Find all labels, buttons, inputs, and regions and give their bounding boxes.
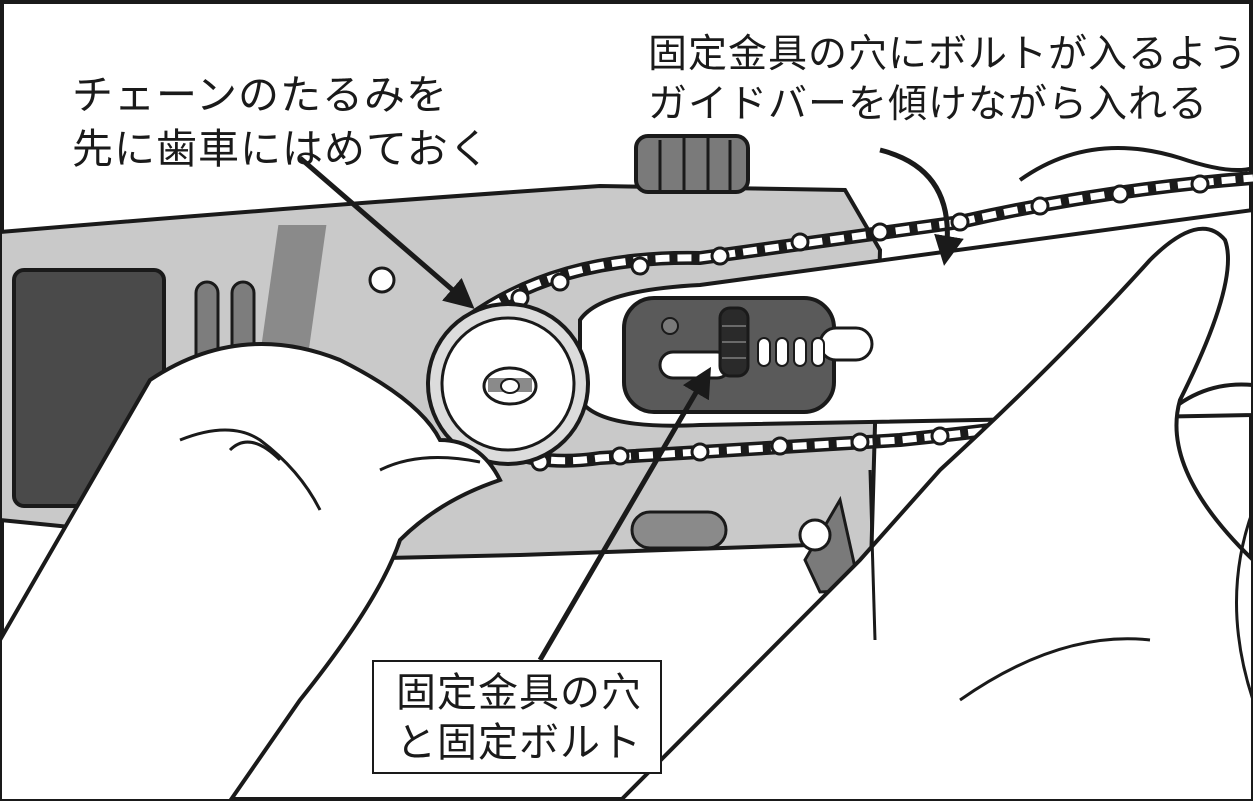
- label-bracket-hole-line1: 固定金具の穴: [396, 670, 642, 716]
- body-slot: [630, 510, 728, 550]
- label-bracket-hole-box: 固定金具の穴 と固定ボルト: [372, 660, 662, 774]
- arrow-icon: [537, 366, 712, 662]
- bolt-icon: [718, 306, 750, 378]
- tension-knob: [634, 134, 750, 194]
- label-bracket-hole-line2: と固定ボルト: [396, 720, 642, 766]
- screw-hole: [368, 266, 396, 294]
- sprocket-icon: [426, 302, 590, 466]
- right-hand: [617, 226, 1253, 801]
- label-chain-slack-line2: 先に歯車にはめておく: [72, 125, 491, 173]
- label-tilt-bar: 固定金具の穴にボルトが入るよう ガイドバーを傾けながら入れる: [648, 30, 1248, 130]
- left-hand: [0, 342, 503, 801]
- arrow-icon: [298, 156, 475, 309]
- label-tilt-bar-line1: 固定金具の穴にボルトが入るよう: [648, 32, 1249, 77]
- chain-top: [463, 145, 1253, 327]
- label-chain-slack: チェーンのたるみを 先に歯車にはめておく: [72, 68, 491, 176]
- screw-hole: [798, 518, 832, 552]
- arrow-icon: [879, 147, 964, 266]
- label-tilt-bar-line2: ガイドバーを傾けながら入れる: [648, 82, 1209, 127]
- label-chain-slack-line1: チェーンのたるみを: [72, 71, 448, 119]
